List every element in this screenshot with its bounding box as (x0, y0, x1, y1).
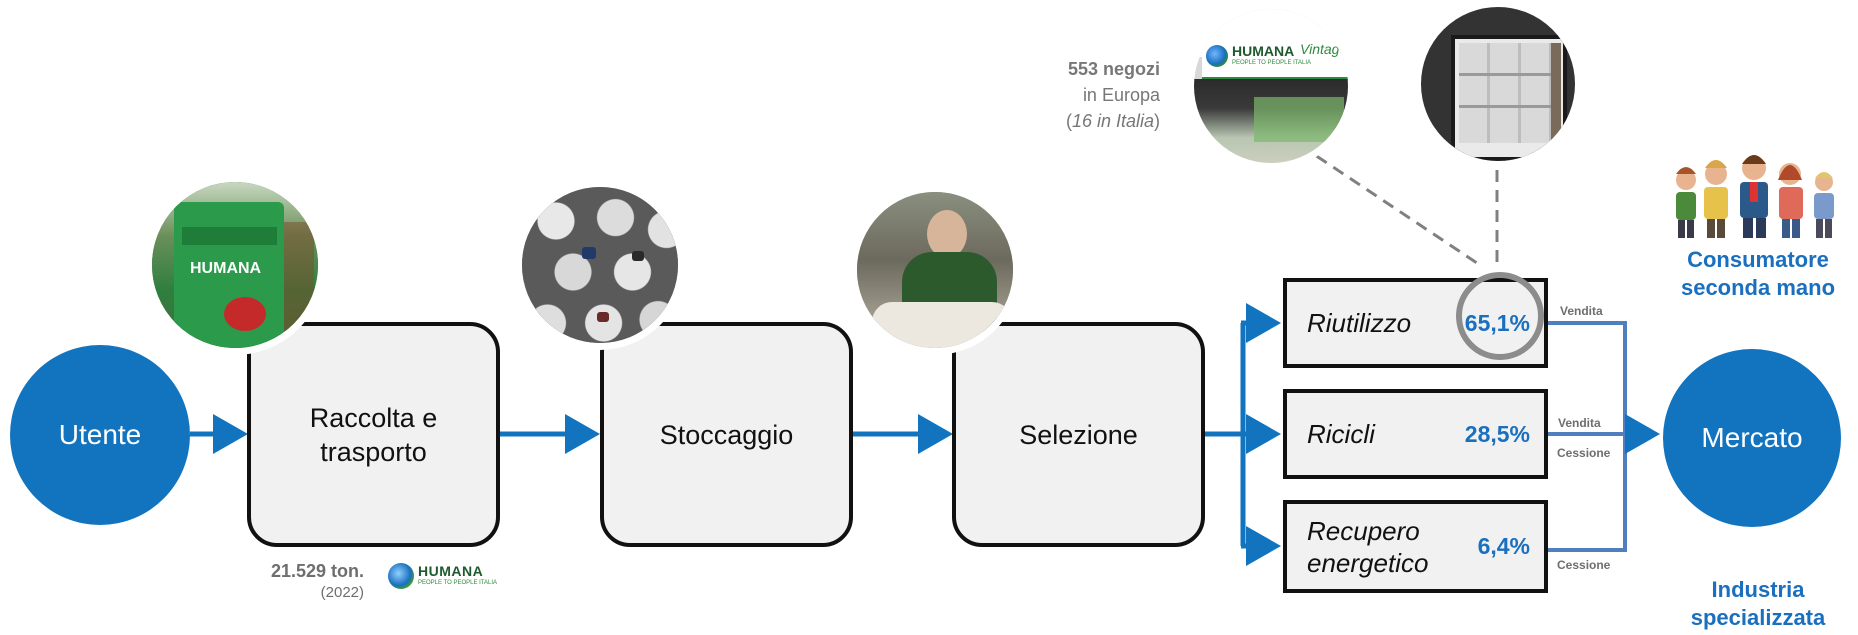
outcome-recupero: Recupero energetico 6,4% (1283, 500, 1548, 593)
outcome-recupero-label: Recupero energetico (1307, 515, 1429, 578)
flow-label-cessione-ricicli: Cessione (1557, 446, 1611, 460)
outcome-ricicli-label: Ricicli (1307, 419, 1375, 449)
shops-italy-line: (16 in Italia) (1030, 108, 1160, 134)
stage-raccolta-label: Raccolta e trasporto (309, 402, 438, 467)
photo-sorting-worker (850, 185, 1020, 355)
shop-sign: HUMANA Vintage PEOPLE TO PEOPLE ITALIA (1202, 37, 1348, 80)
outcome-ricicli: Ricicli 28,5% (1283, 389, 1548, 479)
utente-node: Utente (10, 345, 190, 525)
consumer-target-label: Consumatore seconda mano (1680, 247, 1836, 300)
outcome-recupero-percent: 6,4% (1477, 533, 1530, 559)
mercato-node: Mercato (1663, 349, 1841, 527)
collection-year: (2022) (320, 584, 364, 601)
flow-label-vendita-riutilizzo: Vendita (1560, 304, 1603, 318)
shops-italy: 16 in Italia (1071, 111, 1154, 131)
shop-sign-script: Vintage (1300, 41, 1348, 57)
photo-container-bales (1414, 0, 1582, 168)
humana-globe-logo-icon (1206, 45, 1228, 67)
humana-globe-logo-icon (388, 563, 414, 589)
highlight-ring (1456, 272, 1544, 360)
humana-logo: HUMANA PEOPLE TO PEOPLE ITALIA (388, 561, 498, 591)
collection-amount: 21.529 ton. (270, 561, 364, 581)
merge-from-recupero (1548, 434, 1627, 552)
outcome-riutilizzo-label: Riutilizzo (1307, 308, 1412, 338)
shop-sign-brand: HUMANA (1232, 43, 1295, 59)
industry-target-label: Industria specializzata (1690, 577, 1826, 630)
shops-region: in Europa (1082, 85, 1160, 105)
collection-note: 21.529 ton. (2022) (230, 560, 364, 604)
shops-italy-open: ( (1065, 111, 1072, 131)
stage-selezione: Selezione (952, 322, 1205, 547)
bin-humana-text: HUMANA (190, 260, 262, 277)
dashed-pointer-shop (1299, 143, 1481, 267)
shops-count: 553 negozi (1067, 59, 1160, 79)
people-group-icon (1676, 155, 1834, 238)
outcome-ricicli-percent: 28,5% (1464, 420, 1530, 447)
shops-italy-close: ) (1154, 111, 1160, 131)
shops-note: 553 negozi in Europa (16 in Italia) (1030, 56, 1160, 134)
photo-vintage-shop: HUMANA Vintage PEOPLE TO PEOPLE ITALIA (1187, 2, 1355, 170)
stage-raccolta: Raccolta e trasporto (247, 322, 500, 547)
stage-stoccaggio: Stoccaggio (600, 322, 853, 547)
humana-logo-name: HUMANA (418, 563, 484, 579)
shop-sign-tagline: PEOPLE TO PEOPLE ITALIA (1232, 60, 1312, 66)
flow-label-cessione-recupero: Cessione (1557, 558, 1611, 572)
photo-collection-bin: HUMANA (145, 175, 325, 355)
utente-label: Utente (58, 419, 142, 450)
stage-selezione-label: Selezione (1019, 419, 1138, 450)
merge-from-riutilizzo (1548, 321, 1627, 434)
mercato-label: Mercato (1701, 422, 1803, 453)
flow-label-vendita-ricicli: Vendita (1558, 416, 1601, 430)
stage-stoccaggio-label: Stoccaggio (659, 419, 794, 450)
humana-logo-tagline: PEOPLE TO PEOPLE ITALIA (418, 580, 498, 586)
photo-bales (515, 180, 685, 350)
